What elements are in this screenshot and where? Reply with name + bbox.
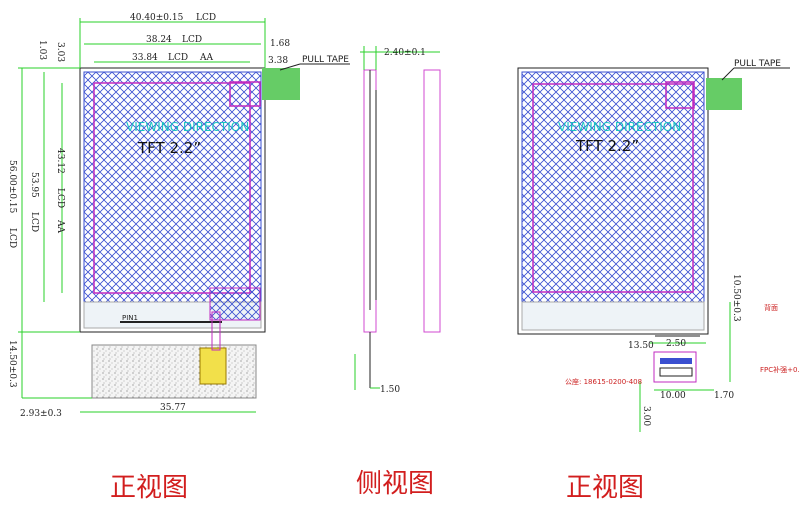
svg-text:LCD: LCD [7,228,17,248]
pull-tape-tab-2 [706,78,742,110]
viewing-direction-label: VIEWING DIRECTION [126,120,249,134]
svg-text:AA: AA [199,53,213,63]
fpc-component [199,347,227,385]
svg-text:LCD: LCD [29,212,39,232]
dim-top-2: 38.24 [146,35,172,45]
dim-10-00: 10.00 [660,391,686,401]
front-view-left: PULL TAPE VIEWING DIRECTION TFT 2.2” PIN… [7,13,350,419]
hatched-border [83,71,262,303]
dim-left-lcd: 53.95 [29,172,39,198]
svg-text:AA: AA [55,219,65,233]
connector-outline [653,351,697,383]
svg-text:LCD: LCD [55,188,65,208]
dim-10-50: 10.50±0.3 [731,274,741,322]
side-view: 1.50 2.40±0.1 [354,46,441,395]
tft-size-label: TFT 2.2” [137,139,201,157]
dim-left-aa: 43.12 [55,148,65,174]
viewing-direction-label-2: VIEWING DIRECTION [558,120,681,134]
front-view-right: PULL TAPE VIEWING DIRECTION TFT 2.2” 13.… [517,59,800,432]
dim-1-70: 1.70 [714,391,734,401]
svg-text:LCD: LCD [168,53,188,63]
tft-size-label-2: TFT 2.2” [575,137,639,155]
pull-tape-marker-2 [665,81,695,109]
dim-3-00: 3.00 [641,406,651,426]
caption-front-left: 正视图 [110,473,188,503]
connector-note: 公座: 18615-0200-408 [565,377,642,386]
module-outline-2 [517,67,709,335]
active-area [93,82,251,294]
pull-tape-marker [229,81,261,107]
dim-top-1: 40.40±0.15 [130,13,184,23]
hatched-border-2 [521,71,705,303]
module-outline [79,67,266,333]
fpc-pad [209,287,261,321]
dim-left-2: 3.03 [55,42,65,62]
side-dim-bottom: 1.50 [380,385,400,395]
dim-fpc-width: 35.77 [160,403,186,413]
right-note-1: 背面 [764,303,778,312]
fpc-tail [91,344,257,399]
dim-fpc-length: 14.50±0.3 [7,340,17,388]
svg-text:LCD: LCD [196,13,216,23]
caption-side: 侧视图 [356,469,434,499]
dim-left-height: 56.00±0.15 [7,160,17,214]
dim-13-50: 13.50 [628,341,654,351]
side-panel-2 [423,69,441,333]
dim-left-1: 1.03 [37,40,47,60]
dim-2-50: 2.50 [666,339,686,349]
pull-tape-label-2: PULL TAPE [734,59,781,69]
pin1-label: PIN1 [122,314,138,322]
pull-tape-tab [262,68,300,100]
dim-right-top-2: 3.38 [268,56,288,66]
caption-front-right: 正视图 [566,473,644,503]
pull-tape-label: PULL TAPE [302,55,349,65]
active-area-2 [532,83,694,293]
dim-top-3: 33.84 [132,53,158,63]
dim-right-top-1: 1.68 [270,39,290,49]
side-thickness: 2.40±0.1 [384,48,426,58]
right-note-2: FPC补强+0. [760,365,800,374]
dim-fpc-offset: 2.93±0.3 [20,409,62,419]
glass-ledge-2 [521,301,705,331]
svg-text:LCD: LCD [182,35,202,45]
